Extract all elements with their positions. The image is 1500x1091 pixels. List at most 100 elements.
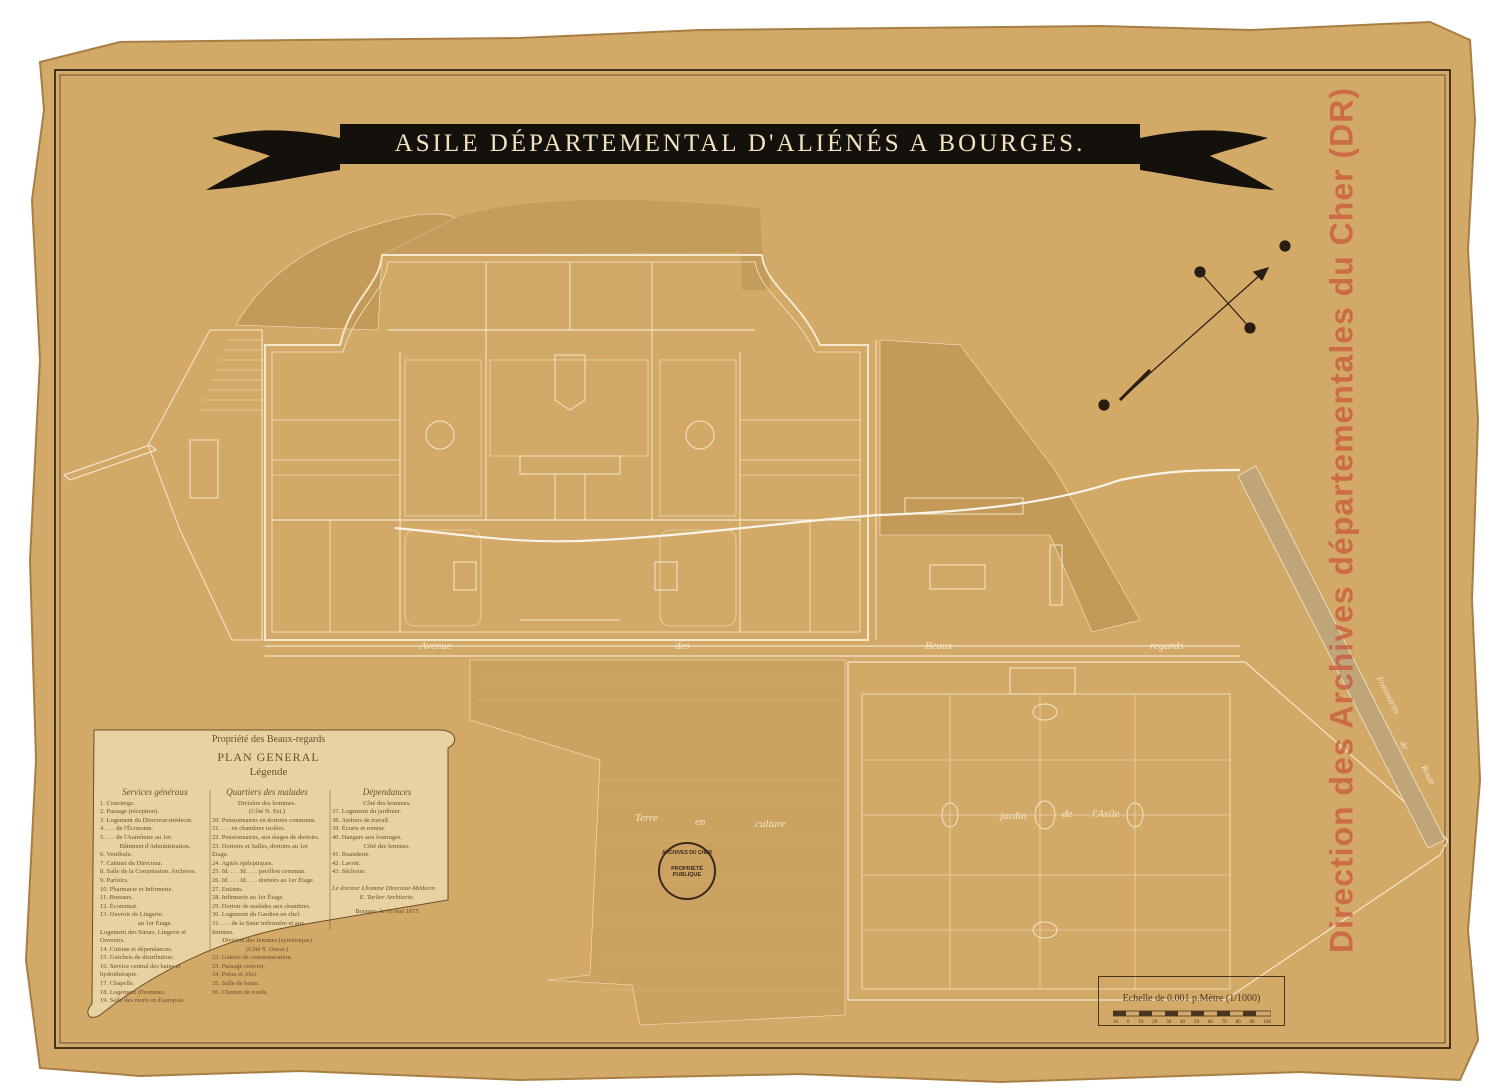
avenue-road	[265, 645, 1240, 657]
scale-tick-labels: 10 0 10 20 30 40 50 60 70 80 90 100	[1113, 1020, 1271, 1025]
scale-tick: 0	[1126, 1020, 1130, 1025]
scale-ruler	[1113, 1010, 1271, 1017]
legend-column-1: Services généraux 1. Concierge. 2. Passa…	[100, 788, 210, 1006]
label-terre-culture: culture	[755, 818, 786, 830]
legend-signature-director: Le docteur Lhomme Directeur-Médecin	[332, 884, 436, 892]
label-avenue-des: des	[675, 640, 690, 652]
approach-road-west	[62, 444, 158, 481]
legend-line: 3. Logement du Directeur-médecin.	[100, 816, 193, 824]
legend-line: 9. Parloirs.	[100, 876, 129, 884]
legend-signature-architect: E. Tarlier Architecte.	[359, 893, 415, 901]
scale-tick: 100	[1263, 1020, 1271, 1025]
scale-tick: 60	[1207, 1020, 1213, 1025]
label-jardin-de: de	[1062, 808, 1073, 820]
legend-subtitle: Légende	[249, 766, 288, 778]
legend-line: 22. Pensionnaires, aux étages de dortoir…	[212, 833, 320, 841]
label-terre-en: en	[695, 816, 706, 828]
legend-column-2-header: Quartiers des malades	[226, 787, 308, 797]
approach-lane-west	[147, 329, 263, 641]
ribbon-left-tail	[206, 130, 340, 190]
label-jardin: jardin	[1000, 810, 1027, 822]
legend-line: (Côté S. Ouest.)	[246, 945, 288, 953]
scale-tick: 20	[1152, 1020, 1158, 1025]
legend-line: 36. Chemin de ronde.	[212, 988, 269, 996]
legend-line: 42. Lavoir.	[332, 859, 361, 867]
legend-line: 27. Enfants.	[212, 885, 244, 893]
scale-bar: Echelle de 0.001 p.Mètre (1/1000) 10 0 1…	[1098, 976, 1285, 1026]
scale-tick: 30	[1166, 1020, 1172, 1025]
legend-line: 24. Agités épileptiques.	[212, 859, 274, 867]
west-rows	[200, 339, 262, 411]
legend-heading: Propriété des Beaux-regards	[211, 734, 326, 745]
cultivated-field	[469, 659, 846, 1026]
legend-line: 2. Passage (réception).	[100, 808, 159, 816]
legend-date: Bourges, le 16 mai 1875	[355, 908, 419, 916]
legend-line: 8. Salle de la Commission. Archives.	[100, 868, 197, 876]
legend-line: 17. Chapelle.	[100, 980, 135, 988]
legend-line: 28. Infirmerie au 1er Étage.	[212, 894, 284, 902]
legend-line: 12. Économat.	[100, 902, 138, 910]
legend-line: 38. Ateliers de travail.	[332, 816, 390, 824]
stamp-top-text: ARCHIVES DU CHER	[662, 850, 713, 856]
legend-line: 33. Passage couvert.	[212, 962, 266, 970]
legend-line: 19. Salle des morts et d'autopsie.	[100, 997, 186, 1005]
map-title: ASILE DÉPARTEMENTAL D'ALIÉNÉS A BOURGES.	[394, 130, 1086, 157]
legend-panel: Propriété des Beaux-regards PLAN GENERAL…	[96, 732, 442, 1004]
legend-column-3-header: Dépendances	[362, 787, 412, 797]
legend-line: 14. Cuisine et dépendances.	[100, 945, 173, 953]
planting-northwest	[235, 213, 456, 331]
paper-crease	[394, 468, 1241, 543]
legend-title: PLAN GENERAL	[217, 750, 320, 764]
scale-tick: 50	[1193, 1020, 1199, 1025]
legend-line: 37. Logement du jardinier.	[332, 808, 402, 816]
label-jardin-asile: l'Asile	[1092, 808, 1120, 820]
scale-tick: 10	[1113, 1020, 1118, 1025]
legend-line: Division des hommes.	[238, 799, 296, 807]
legend-line: 13. Ouvroir de Lingerie.	[100, 911, 164, 919]
asylum-buildings	[264, 254, 869, 641]
gatehouse-west	[189, 439, 219, 499]
legend-column-3: Dépendances Côté des hommes. 37. Logemen…	[332, 788, 442, 917]
legend-line: 31. . . . de la Sœur infirmière et aux f…	[212, 919, 305, 936]
legend-column-2: Quartiers des malades Division des homme…	[212, 788, 322, 997]
legend-line: 21. . . . en chambres isolées.	[212, 825, 286, 833]
legend-line: 30. Logement du Gardien en chef.	[212, 911, 301, 919]
legend-scroll-bg	[87, 729, 456, 1018]
scale-tick: 40	[1180, 1020, 1186, 1025]
legend-line: Côté des hommes.	[363, 799, 411, 807]
legend-line: 16. Service central des bains et hydroth…	[100, 962, 181, 979]
legend-line: 5. . . . de l'Aumônier au 1er.	[100, 833, 173, 841]
route-diagonal	[1237, 465, 1446, 849]
legend-line: 35. Salle de bains.	[212, 980, 260, 988]
archives-watermark-text: Direction des Archives départementales d…	[1323, 86, 1360, 954]
legend-line: 39. Écurie et remise.	[332, 825, 386, 833]
compass-rose	[1098, 240, 1291, 411]
legend-line: (Côté N. Est.)	[248, 808, 286, 816]
planting-east	[879, 339, 1141, 633]
scale-tick: 80	[1235, 1020, 1241, 1025]
legend-line: 23. Dortoirs et Salles, dortoirs au 1er …	[212, 842, 309, 859]
legend-line: 11. Bureaux.	[100, 894, 134, 902]
legend-line: Division des femmes (symétrique)	[222, 937, 312, 945]
label-terre: Terre	[635, 812, 659, 824]
planting-north	[382, 199, 762, 255]
label-avenue: Avenue	[420, 640, 452, 652]
label-avenue-regards: regards	[1150, 640, 1184, 652]
legend-line: 18. Logement d'hommes.	[100, 988, 166, 996]
legend-line: 43. Séchoirs.	[332, 868, 366, 876]
archives-stamp: ARCHIVES DU CHER PROPRIÉTÉ PUBLIQUE	[658, 842, 716, 900]
scale-caption: Echelle de 0.001 p.Mètre (1/1000)	[1122, 993, 1261, 1004]
legend-line: Côté des femmes.	[363, 842, 411, 850]
legend-line: 34. Préau et Abri.	[212, 971, 258, 979]
legend-line: 41. Buanderie.	[332, 851, 371, 859]
legend-line: 32. Galerie de communication.	[212, 954, 293, 962]
legend-column-1-header: Services généraux	[122, 787, 188, 797]
field-rows	[478, 679, 840, 991]
scale-tick: 10	[1138, 1020, 1144, 1025]
stamp-middle-text: PROPRIÉTÉ PUBLIQUE	[671, 866, 703, 878]
legend-line: 1. Concierge.	[100, 799, 135, 807]
legend-line: 15. Guichets de distribution.	[100, 954, 174, 962]
legend-line: 29. Dortoir de malades aux chambres.	[212, 902, 311, 910]
